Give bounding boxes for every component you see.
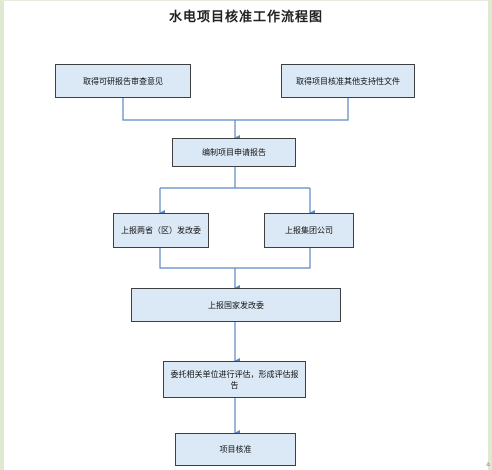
node-label: 委托相关单位进行评估，形成评估报告 (170, 369, 299, 390)
node-supporting-documents: 取得项目核准其他支持性文件 (281, 64, 415, 98)
node-label: 项目核准 (219, 445, 252, 454)
node-feasibility-review: 取得可研报告审查意见 (55, 64, 191, 98)
node-label: 上报国家发改委 (208, 300, 264, 310)
node-entrust-evaluation: 委托相关单位进行评估，形成评估报告 (163, 361, 306, 398)
node-report-provincial-ndrc: 上报两省（区）发改委 (113, 213, 209, 248)
connector-n4n5-merge (159, 248, 311, 269)
node-prepare-application: 编制项目申请报告 (172, 138, 296, 167)
node-report-national-ndrc: 上报国家发改委 (131, 288, 341, 322)
diagram-title: 水电项目核准工作流程图 (168, 10, 323, 25)
node-label: 编制项目申请报告 (202, 148, 266, 157)
node-project-approval: 项目核准 (175, 433, 296, 466)
node-report-group-company: 上报集团公司 (264, 213, 354, 248)
node-label: 上报两省（区）发改委 (121, 226, 201, 235)
node-label: 取得可研报告审查意见 (83, 76, 163, 86)
node-label: 上报集团公司 (285, 226, 333, 235)
connector-n1-merge (122, 98, 349, 121)
node-label: 取得项目核准其他支持性文件 (296, 76, 400, 86)
corner-mark: a (486, 461, 490, 468)
